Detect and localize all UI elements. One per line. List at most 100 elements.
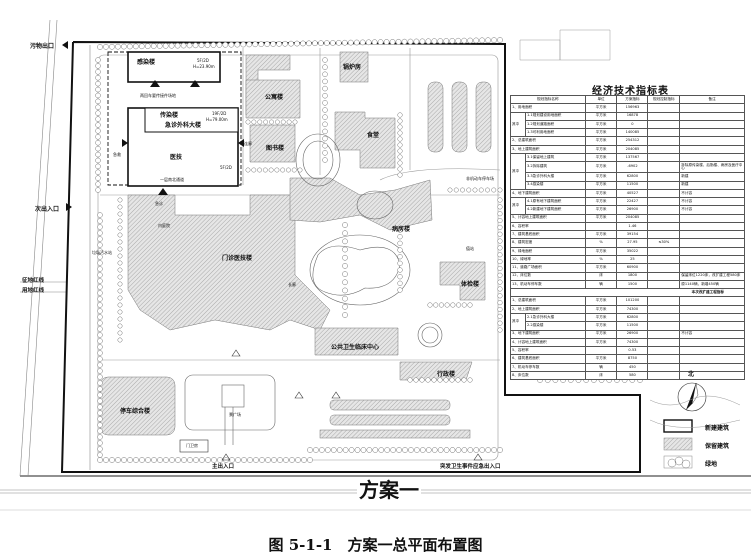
tree-icon	[115, 43, 121, 50]
table-control	[647, 128, 681, 138]
tree-icon	[397, 118, 403, 124]
tree-icon	[330, 447, 337, 453]
main-plaza	[184, 374, 276, 431]
tree-icon	[95, 110, 101, 116]
table-note: 不计容	[679, 188, 745, 199]
tree-icon	[117, 323, 123, 329]
table-note	[679, 111, 745, 121]
tree-icon	[95, 139, 101, 146]
tree-icon	[348, 447, 355, 453]
table-title: 经济技术指标表	[592, 86, 669, 97]
tree-icon	[431, 377, 437, 383]
tree-icon	[322, 85, 328, 92]
tree-icon	[485, 447, 491, 453]
tree-icon	[397, 172, 403, 178]
tree-icon	[97, 272, 103, 278]
table-value: -6902	[616, 161, 649, 174]
tree-icon	[97, 338, 103, 344]
main-entrance-label: 主出入口	[212, 464, 235, 470]
tree-icon	[97, 398, 103, 404]
tree-icon	[251, 167, 257, 173]
tree-icon	[262, 167, 268, 173]
tree-icon	[461, 302, 467, 308]
table-value: 254312	[616, 136, 649, 146]
parking-building-label: 停车综合楼	[120, 408, 151, 415]
tree-icon	[95, 169, 101, 176]
table-note	[679, 370, 745, 381]
tree-icon	[461, 447, 468, 453]
tree-icon	[365, 39, 372, 46]
tree-icon	[497, 286, 503, 292]
tree-icon	[449, 37, 456, 44]
table-note	[679, 103, 745, 113]
tree-icon	[322, 71, 328, 78]
tree-icon	[342, 271, 348, 277]
tree-icon	[497, 313, 503, 319]
table-control	[647, 362, 681, 372]
tree-icon	[342, 230, 348, 237]
tree-icon	[121, 457, 127, 463]
tree-icon	[467, 37, 473, 44]
tree-icon	[97, 266, 103, 272]
apartment-building-2	[245, 79, 301, 119]
table-note	[679, 263, 745, 273]
table-unit: 平方米	[584, 296, 618, 306]
secondary-entrance-label: 次出入口	[35, 206, 60, 213]
tree-icon	[97, 368, 103, 374]
table-unit: 平方米	[584, 304, 618, 315]
tree-icon	[378, 447, 385, 453]
tree-icon	[300, 40, 306, 47]
tree-icon	[322, 157, 328, 163]
table-item-name: 3.2拆除建筑	[524, 161, 586, 174]
tree-icon	[138, 43, 145, 50]
table-unit: 平方米	[584, 152, 618, 163]
table-unit: 平方米	[584, 246, 618, 257]
table-item-name: 1.2规划道路面积	[524, 119, 586, 130]
tree-icon	[453, 187, 459, 193]
tree-icon	[240, 41, 247, 48]
table-unit: 辆	[584, 362, 618, 372]
tree-icon	[245, 119, 251, 125]
table-item-name: 6、建筑基底面积	[510, 354, 586, 364]
tree-icon	[384, 447, 391, 453]
tree-icon	[117, 274, 123, 280]
tree-icon	[443, 447, 450, 453]
tree-icon	[95, 157, 101, 164]
contagious-building-label: 传染楼	[160, 112, 179, 119]
admin-label: 行政楼	[437, 371, 456, 378]
tree-icon	[181, 457, 187, 463]
tree-icon	[180, 42, 187, 49]
tree-icon	[145, 457, 151, 463]
table-unit: 平方米	[584, 354, 618, 364]
tree-icon	[97, 428, 103, 434]
tree-icon	[479, 447, 486, 453]
table-unit: 床	[584, 370, 618, 381]
table-note	[679, 346, 745, 356]
tree-icon	[97, 457, 103, 463]
table-item-name: 5、计容地上建筑面积	[510, 213, 586, 223]
table-unit: 平方米	[584, 263, 618, 273]
table-note	[679, 304, 745, 315]
tree-icon	[342, 303, 348, 310]
tree-icon	[467, 377, 473, 383]
legend	[663, 382, 707, 469]
table-value: 101200	[616, 296, 649, 306]
tree-icon	[132, 43, 139, 50]
tree-icon	[397, 240, 403, 246]
table-item-name: 3.3急诊外科大楼	[524, 172, 586, 182]
table-item-name: 4.2新建地下建筑面积	[524, 205, 586, 215]
table-unit: 平方米	[584, 213, 618, 223]
tree-icon	[276, 41, 282, 47]
table-note: 新建	[679, 180, 745, 190]
secondary-entrance-arrow	[66, 203, 72, 211]
tree-icon	[397, 287, 403, 293]
tree-icon	[447, 187, 453, 193]
tree-icon	[366, 447, 373, 453]
